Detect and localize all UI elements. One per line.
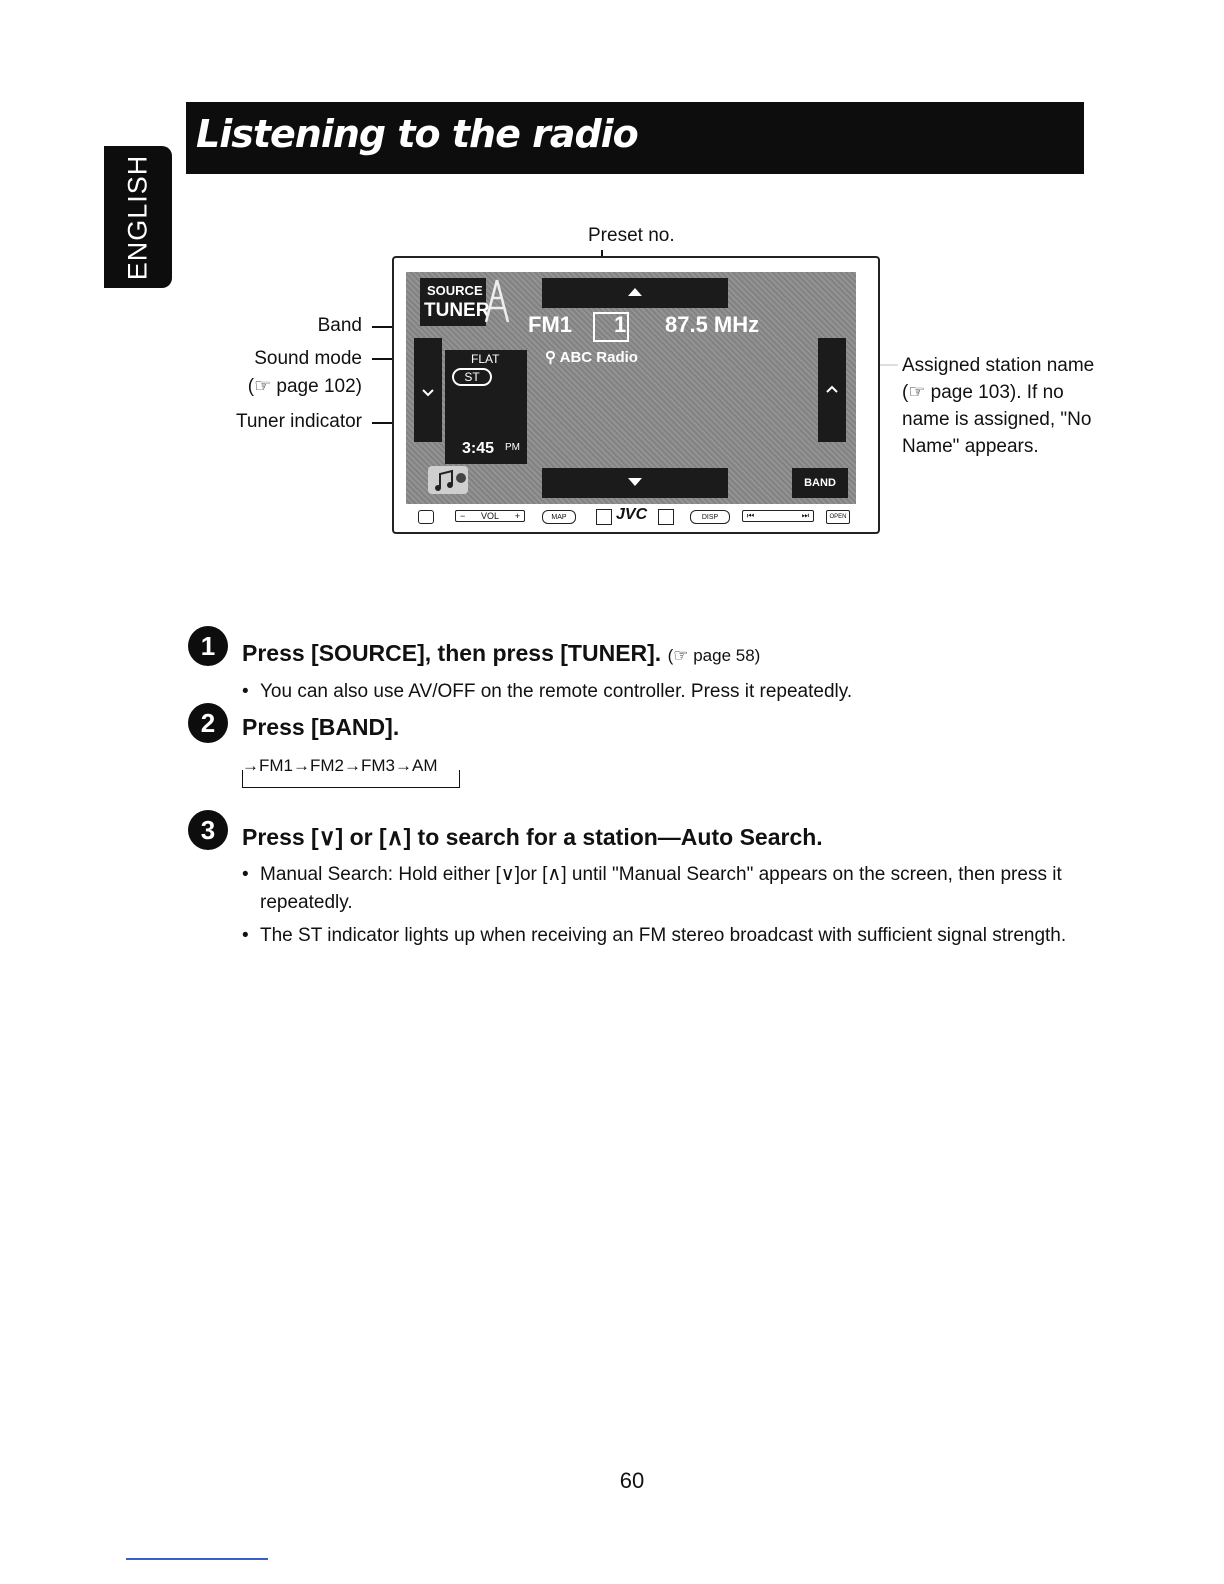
seek-up-button[interactable]	[818, 338, 846, 442]
source-label: SOURCE	[427, 283, 483, 298]
preset-number-box	[593, 312, 629, 342]
step-3-title: Press [∨] or [∧] to search for a station…	[242, 824, 823, 850]
tower-icon	[482, 278, 512, 324]
st-indicator: ST	[452, 368, 492, 386]
language-tab-text: ENGLISH	[122, 154, 153, 280]
callout-tuner-indicator: Tuner indicator	[235, 411, 362, 432]
disp-button[interactable]: DISP	[690, 510, 730, 524]
step-1-title: Press [SOURCE], then press [TUNER]. (☞ p…	[242, 638, 760, 671]
volume-plus[interactable]: +	[514, 511, 520, 521]
step-3-bullet-2: The ST indicator lights up when receivin…	[242, 922, 1100, 950]
callout-preset-no: Preset no.	[588, 225, 675, 246]
step-2-title: Press [BAND].	[242, 714, 400, 740]
music-note-icon[interactable]	[428, 466, 468, 494]
right-sensor	[658, 509, 674, 525]
left-sensor	[596, 509, 612, 525]
callout-assigned-station-1: Assigned station name	[902, 355, 1095, 376]
disp-button-label: DISP	[701, 513, 719, 521]
volume-label: VOL	[480, 511, 499, 521]
callout-band: Band	[317, 315, 362, 336]
skip-forward-icon[interactable]: ⏭	[801, 511, 809, 520]
step-1-number: 1	[188, 626, 228, 666]
chevron-up-icon	[826, 385, 838, 393]
power-button[interactable]	[418, 510, 434, 524]
title-bar	[186, 102, 1084, 174]
step-1-ref: (☞ page 58)	[667, 646, 761, 665]
preset-down-button[interactable]	[542, 468, 728, 498]
skip-control[interactable]: ⏮ ⏭	[742, 510, 814, 522]
language-tab	[104, 146, 172, 288]
volume-control[interactable]: − VOL +	[455, 510, 525, 522]
clock-suffix: PM	[505, 442, 520, 453]
footer-line	[126, 1558, 268, 1560]
step-3-number: 3	[188, 810, 228, 850]
callout-assigned-station-4: Name" appears.	[902, 436, 1039, 457]
step-3-bullet-1-continued: repeatedly.	[260, 892, 353, 913]
st-indicator-text: ST	[464, 370, 480, 384]
band-button-label: BAND	[804, 477, 836, 489]
volume-minus[interactable]: −	[460, 511, 466, 521]
band-value: FM1	[528, 312, 572, 337]
frequency-value: 87.5 MHz	[665, 312, 760, 337]
chevron-down-icon	[422, 389, 434, 397]
step-1-title-text: Press [SOURCE], then press [TUNER].	[242, 640, 662, 666]
step-2-number: 2	[188, 703, 228, 743]
callout-sound-mode-ref: (☞ page 102)	[247, 376, 362, 397]
band-button[interactable]: BAND	[792, 468, 848, 498]
brand-logo: JVC	[616, 506, 648, 523]
seek-down-button[interactable]	[414, 338, 442, 442]
callout-sound-mode: Sound mode	[254, 348, 362, 369]
triangle-down-icon	[628, 478, 642, 486]
band-sequence: →FM1→FM2→FM3→AM	[242, 756, 438, 775]
preset-value: 1	[614, 312, 627, 337]
open-button-label: OPEN	[829, 514, 847, 520]
sound-mode-value: FLAT	[471, 352, 500, 366]
band-sequence-loop	[242, 770, 460, 788]
step-3-bullet-1: Manual Search: Hold either [∨]or [∧] unt…	[242, 861, 1100, 889]
skip-back-icon[interactable]: ⏮	[747, 511, 755, 520]
station-name: ⚲ ABC Radio	[545, 349, 638, 366]
map-button[interactable]: MAP	[542, 510, 576, 524]
tuner-label: TUNER	[424, 300, 490, 321]
station-name-text: ABC Radio	[559, 349, 638, 366]
map-button-label: MAP	[551, 513, 567, 521]
clock-time: 3:45	[462, 440, 495, 457]
page-title: Listening to the radio	[196, 112, 639, 156]
callout-assigned-station-2: (☞ page 103). If no	[902, 382, 1064, 403]
preset-up-button[interactable]	[542, 278, 728, 308]
callout-assigned-station-3: name is assigned, "No	[902, 409, 1092, 430]
triangle-up-icon	[628, 288, 642, 296]
page-number: 60	[619, 1468, 645, 1493]
open-button[interactable]: OPEN	[826, 510, 850, 524]
step-1-bullet-1: You can also use AV/OFF on the remote co…	[242, 678, 1100, 706]
source-tuner-block[interactable]	[420, 278, 486, 326]
language-tab-label: ENGLISH	[104, 146, 172, 288]
